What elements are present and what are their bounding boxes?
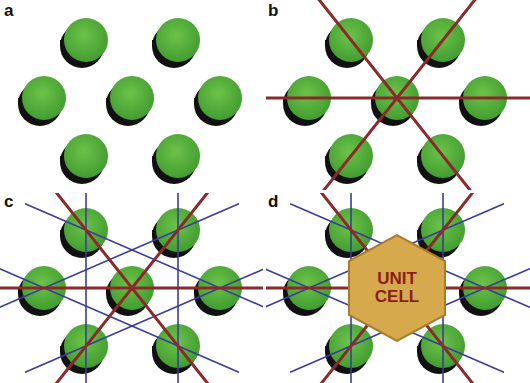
- lattice-lines-red: [0, 193, 263, 383]
- unit-cell-hexagon: UNIT CELL: [348, 234, 446, 342]
- panel-letter: d: [268, 193, 278, 210]
- cylinder-rod: [18, 266, 66, 316]
- rod-group: [18, 18, 242, 184]
- cylinder-rod: [194, 76, 242, 126]
- cylinder-rod: [60, 18, 108, 68]
- panel-letter: a: [4, 2, 13, 19]
- rod-end: [198, 76, 242, 120]
- cylinder-rod: [18, 76, 66, 126]
- lattice-panel: [266, 193, 530, 383]
- cylinder-rod: [283, 76, 331, 126]
- symmetry-line: [310, 193, 485, 383]
- lattice-panel: [0, 193, 263, 383]
- lattice-line: [26, 262, 263, 372]
- lattice-lines-red: [266, 193, 530, 383]
- rod-end: [156, 134, 200, 178]
- rod-end: [64, 134, 108, 178]
- panel-letter: c: [4, 193, 13, 210]
- cylinder-rod: [459, 76, 507, 126]
- cylinder-rod: [194, 266, 242, 316]
- lattice-lines-red: [266, 0, 530, 190]
- lattice-line: [26, 204, 263, 314]
- unit-cell-label: UNIT CELL: [362, 270, 432, 306]
- cylinder-rod: [106, 76, 154, 126]
- cylinder-rod: [152, 18, 200, 68]
- rod-end: [64, 18, 108, 62]
- rod-end: [110, 76, 154, 120]
- lattice-panel: [266, 0, 530, 190]
- symmetry-line: [310, 0, 485, 190]
- cylinder-rod: [152, 134, 200, 184]
- cylinder-rod: [283, 266, 331, 316]
- lattice-panel: [18, 18, 242, 184]
- symmetry-line: [310, 0, 485, 190]
- hexagon-outline: [349, 235, 445, 341]
- symmetry-line: [310, 193, 485, 383]
- symmetry-line: [45, 193, 220, 383]
- lattice-line: [0, 262, 238, 372]
- cylinder-rod: [60, 134, 108, 184]
- rod-end: [22, 76, 66, 120]
- cylinder-rod: [459, 266, 507, 316]
- panel-letter: b: [268, 2, 278, 19]
- rod-end: [156, 18, 200, 62]
- symmetry-line: [45, 193, 220, 383]
- lattice-line: [0, 204, 238, 314]
